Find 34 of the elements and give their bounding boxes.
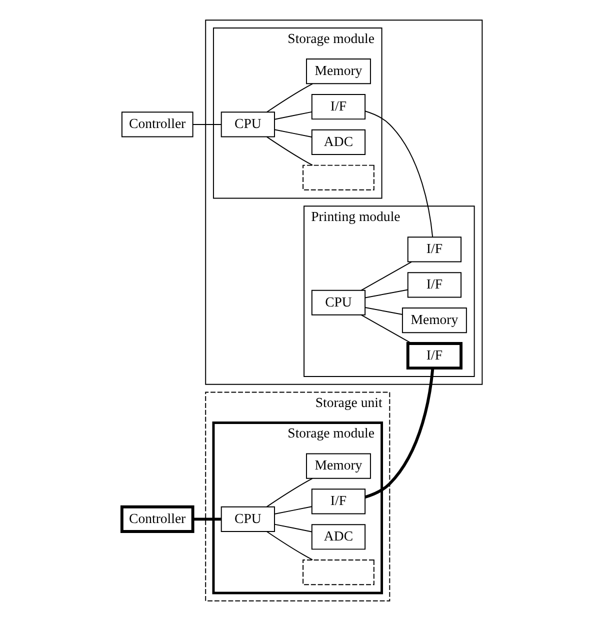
node-box: I/F [406, 272, 462, 298]
node-box [302, 164, 374, 190]
connector [266, 531, 312, 560]
connector [192, 124, 222, 125]
connector [266, 478, 312, 508]
connector [274, 129, 312, 138]
node-box: Memory [306, 58, 370, 84]
connector [364, 306, 402, 315]
node-box: ADC [310, 524, 366, 550]
connector [266, 136, 312, 166]
connector [364, 110, 433, 238]
node-box: I/F [310, 94, 366, 120]
connector [364, 289, 408, 298]
node-box: I/F [406, 342, 462, 370]
node-box: ADC [310, 129, 366, 155]
node-box: Controller [120, 505, 194, 533]
connector [274, 524, 312, 532]
node-box: Memory [306, 453, 370, 479]
node-box: I/F [406, 236, 462, 262]
connector [192, 518, 221, 521]
node-box: Memory [401, 308, 466, 334]
node-box [302, 560, 374, 586]
connector [266, 83, 312, 112]
connector [274, 506, 312, 515]
cluster [204, 20, 482, 385]
node-box: CPU [220, 112, 274, 138]
node-box: I/F [310, 488, 366, 514]
node-box: CPU [310, 290, 366, 316]
connector [360, 314, 412, 344]
connector [364, 368, 434, 499]
node-box: CPU [220, 506, 274, 532]
connector [360, 261, 412, 291]
node-box: Controller [120, 112, 193, 138]
connector [274, 111, 312, 120]
